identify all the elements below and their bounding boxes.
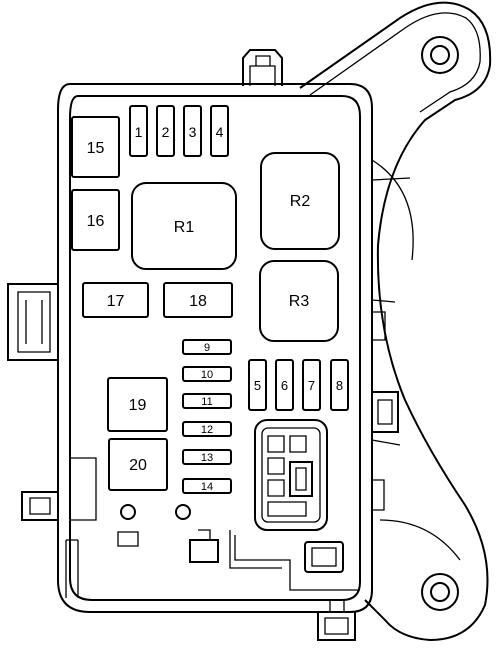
maxi-fuse-18-label: 18: [189, 293, 207, 310]
top-fuse-3-label: 3: [189, 124, 197, 140]
maxi-fuse-15-label: 15: [87, 140, 105, 157]
mini-fuse-13: 13: [182, 449, 232, 465]
relay-r3-label: R3: [289, 293, 310, 310]
mounting-hole-left: [120, 504, 136, 520]
right-connector-bottom: [372, 479, 385, 511]
maxi-fuse-18: 18: [163, 282, 233, 318]
mounting-hole-right: [175, 504, 191, 520]
maxi-fuse-16-label: 16: [87, 213, 105, 230]
maxi-fuse-16: 16: [71, 189, 120, 251]
top-fuse-2: 2: [156, 105, 175, 157]
side-fuse-8-label: 8: [336, 378, 343, 393]
connector-block: [254, 419, 328, 531]
top-fuse-3: 3: [183, 105, 202, 157]
side-fuse-7: 7: [302, 359, 321, 411]
relay-r2: R2: [260, 152, 340, 250]
fuse-box-housing: [57, 83, 373, 613]
mini-fuse-11-label: 11: [201, 396, 212, 408]
side-fuse-5: 5: [248, 359, 267, 411]
mini-fuse-10: 10: [182, 366, 232, 382]
side-fuse-6: 6: [275, 359, 294, 411]
relay-19-label: 19: [129, 397, 147, 414]
relay-r3: R3: [259, 260, 339, 342]
mini-fuse-12-label: 12: [201, 424, 213, 436]
side-fuse-7-label: 7: [308, 378, 315, 393]
relay-19: 19: [107, 377, 168, 432]
mini-fuse-11: 11: [182, 393, 232, 409]
maxi-fuse-17: 17: [82, 282, 149, 318]
side-fuse-5-label: 5: [254, 378, 261, 393]
relay-r1-label: R1: [174, 219, 195, 236]
left-bottom-clip: [21, 457, 97, 598]
bottom-clip: [317, 600, 356, 641]
relay-20-label: 20: [129, 457, 147, 474]
stud-nut-left: [117, 531, 139, 547]
left-connector: [7, 283, 58, 361]
mini-fuse-9: 9: [182, 339, 232, 355]
top-fuse-1: 1: [129, 105, 148, 157]
top-clip: [242, 49, 283, 86]
mini-fuse-14: 14: [182, 478, 232, 494]
mini-fuse-10-label: 10: [201, 369, 213, 381]
maxi-fuse-15: 15: [71, 116, 120, 178]
maxi-fuse-17-label: 17: [107, 293, 125, 310]
right-connector-lower: [372, 391, 399, 433]
relay-r2-label: R2: [290, 193, 311, 210]
mini-fuse-13-label: 13: [201, 452, 213, 464]
mini-fuse-14-label: 14: [201, 481, 213, 493]
top-fuse-4-label: 4: [216, 124, 224, 140]
top-fuse-1-label: 1: [135, 124, 143, 140]
top-fuse-4: 4: [210, 105, 229, 157]
relay-20: 20: [108, 438, 168, 491]
mini-fuse-12: 12: [182, 421, 232, 437]
top-fuse-2-label: 2: [162, 124, 170, 140]
mounting-bracket: [299, 1, 492, 642]
stud-nut-right: [189, 529, 219, 563]
bottom-latch: [304, 541, 344, 573]
side-fuse-6-label: 6: [281, 378, 288, 393]
mini-fuse-9-label: 9: [204, 342, 210, 354]
relay-r1: R1: [131, 182, 237, 270]
right-connector-upper: [372, 311, 386, 341]
side-fuse-8: 8: [330, 359, 349, 411]
